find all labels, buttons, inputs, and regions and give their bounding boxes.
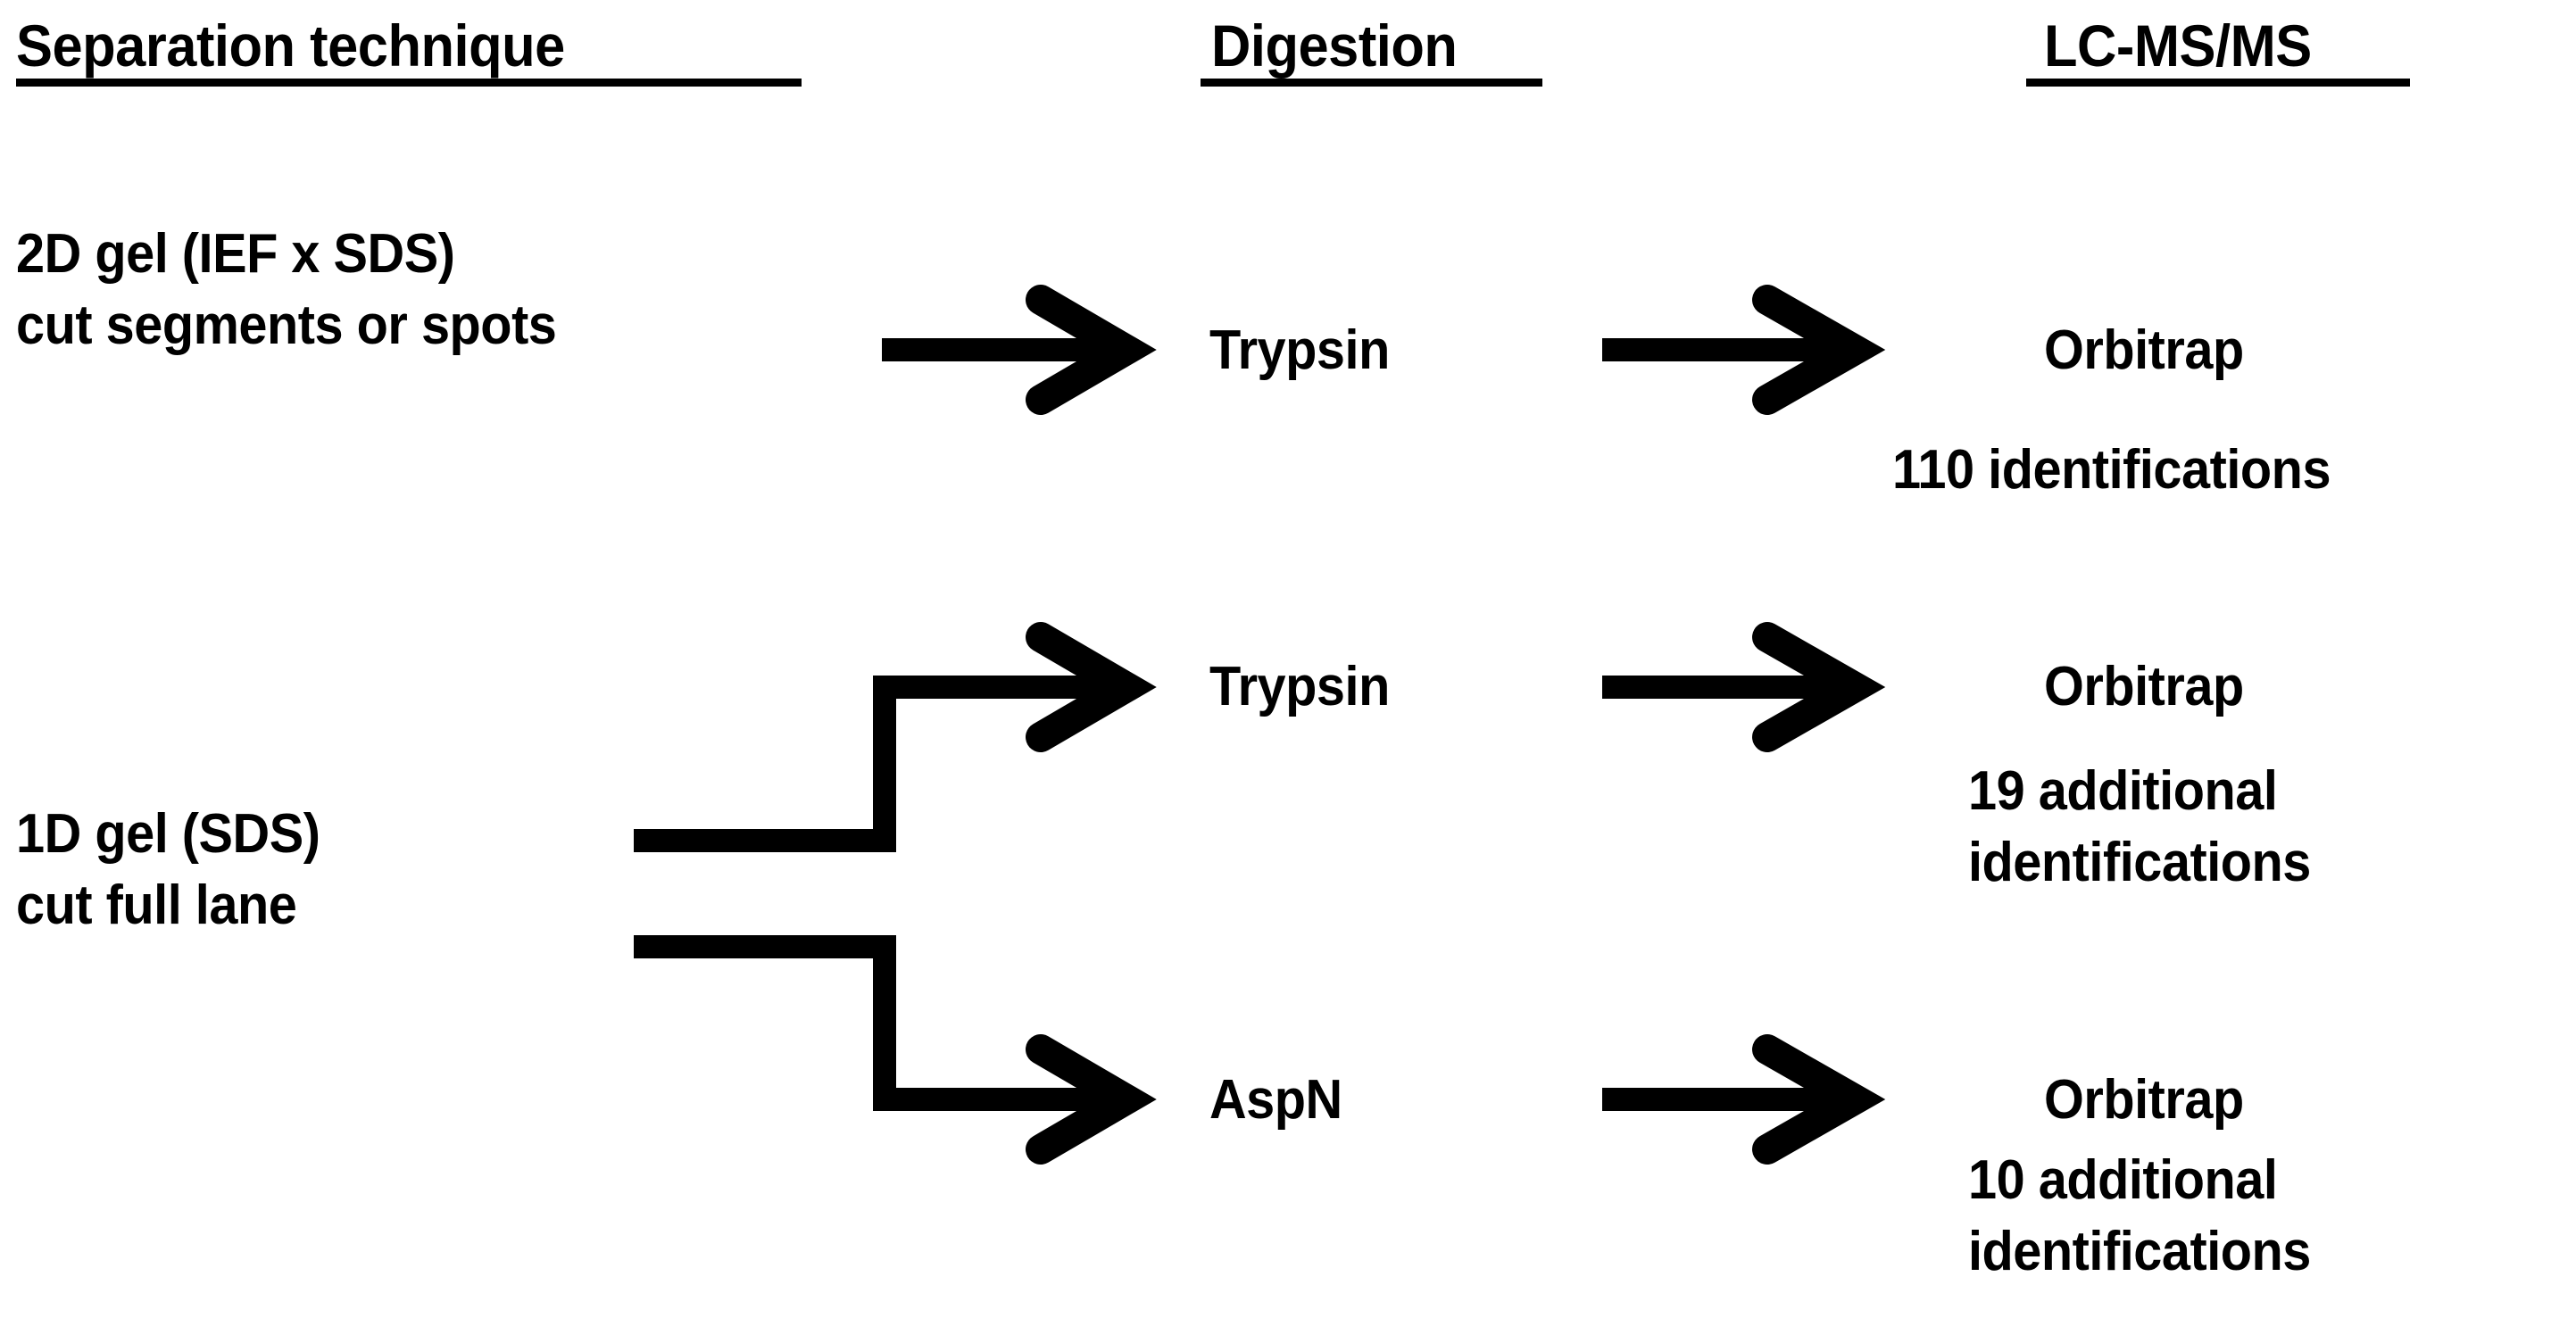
header-lcmsms-rule bbox=[2026, 79, 2410, 87]
header-separation-rule bbox=[16, 79, 802, 87]
row-1dgel-separation-line2: cut full lane bbox=[16, 875, 297, 936]
header-separation-technique: Separation technique bbox=[16, 12, 565, 79]
row-1dgel-aspn-result-line1: 10 additional bbox=[1968, 1149, 2278, 1211]
row-2dgel-instrument: Orbitrap bbox=[2044, 319, 2244, 381]
row-1dgel-trypsin-instrument: Orbitrap bbox=[2044, 656, 2244, 717]
arrow-1dgel-branch-down-to-aspn bbox=[634, 935, 1157, 1165]
row-2dgel-result-line1: 110 identifications bbox=[1892, 439, 2331, 501]
row-1dgel-aspn-instrument: Orbitrap bbox=[2044, 1069, 2244, 1131]
row-1dgel-separation-line1: 1D gel (SDS) bbox=[16, 803, 320, 865]
arrow-1dgel-branch-up-to-trypsin bbox=[634, 622, 1157, 852]
arrow-aspn-to-orbitrap bbox=[1602, 1034, 1886, 1165]
row-2dgel-separation-line1: 2D gel (IEF x SDS) bbox=[16, 223, 455, 285]
row-1dgel-trypsin-result-line2: identifications bbox=[1968, 832, 2311, 893]
row-1dgel-aspn-digestion: AspN bbox=[1209, 1069, 1342, 1131]
row-1dgel-aspn-result-line2: identifications bbox=[1968, 1221, 2311, 1282]
row-1dgel-trypsin-digestion: Trypsin bbox=[1209, 656, 1390, 717]
header-lcmsms: LC-MS/MS bbox=[2044, 12, 2312, 79]
row-1dgel-trypsin-result-line1: 19 additional bbox=[1968, 760, 2278, 822]
row-2dgel-separation-line2: cut segments or spots bbox=[16, 294, 557, 356]
row-2dgel-digestion: Trypsin bbox=[1209, 319, 1390, 381]
arrow-trypsin-to-orbitrap-2 bbox=[1602, 622, 1886, 752]
header-digestion-rule bbox=[1201, 79, 1542, 87]
arrow-2dgel-to-trypsin bbox=[882, 285, 1157, 415]
header-digestion: Digestion bbox=[1211, 12, 1458, 79]
arrow-trypsin-to-orbitrap-1 bbox=[1602, 285, 1886, 415]
